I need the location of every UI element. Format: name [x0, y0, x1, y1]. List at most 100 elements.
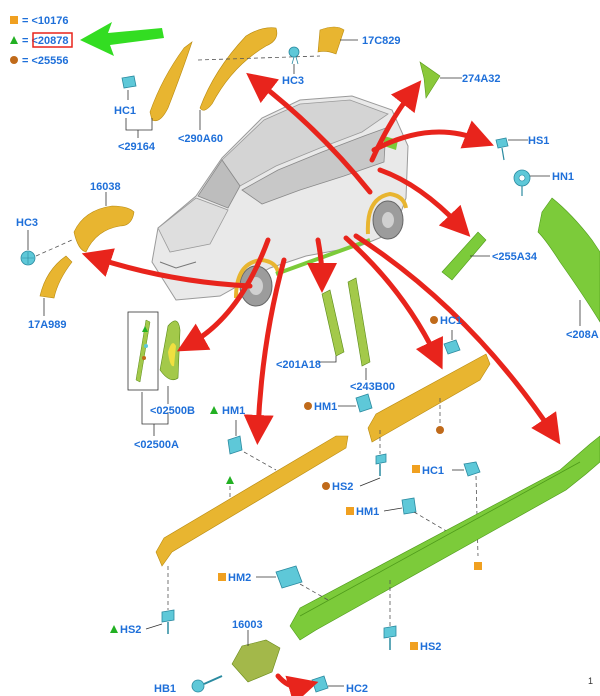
hm1-left-triangle-icon	[210, 406, 218, 414]
car-roof	[221, 99, 389, 187]
legend-item-3: = <25556	[22, 55, 69, 67]
clip-hm1-low	[401, 497, 417, 515]
red-arrow-1	[246, 72, 373, 195]
car-hood	[157, 197, 229, 253]
label-hs2-left: HS2	[120, 624, 141, 636]
legend-item-1: = <10176	[22, 15, 69, 27]
red-arrow-10	[353, 233, 561, 445]
rocker-molding-left	[155, 435, 349, 567]
red-arrow-5	[81, 248, 253, 289]
red-arrow-8	[306, 237, 337, 293]
rear-arch-molding-upper	[199, 27, 278, 111]
pillar-trim-201a18	[321, 289, 345, 357]
rear-quarter-trim-274a32	[419, 61, 441, 99]
hc1-right-square-icon	[412, 465, 420, 473]
clip-hs1	[495, 137, 509, 161]
label-201a18: <201A18	[276, 359, 321, 371]
label-243b00: <243B00	[350, 381, 395, 393]
label-29164: <29164	[118, 141, 156, 153]
label-16003: 16003	[232, 619, 263, 631]
front-arch-molding-16038	[73, 205, 135, 253]
label-hc3-top: HC3	[282, 75, 304, 87]
label-hm1-mid: HM1	[314, 401, 337, 413]
hm2-square-icon	[218, 573, 226, 581]
hm1-low-square-icon	[346, 507, 354, 515]
red-arrow-4	[377, 167, 471, 237]
inset-circle-dot	[142, 356, 146, 360]
leader-201a18	[318, 356, 337, 363]
dash-hm1-low	[413, 511, 449, 533]
legend-item-2: = <20878	[22, 35, 69, 47]
clip-hc3-top	[288, 46, 300, 65]
label-hm1-left: HM1	[222, 405, 245, 417]
clip-hc1-mid	[443, 339, 461, 355]
inset-box-02500a	[127, 311, 159, 391]
label-02500a: <02500A	[134, 439, 179, 451]
dash-left-arch	[35, 239, 73, 257]
label-hb1: HB1	[154, 683, 176, 695]
red-arrow-3	[371, 120, 494, 153]
label-hc3-left: HC3	[16, 217, 38, 229]
label-290a60: <290A60	[178, 133, 223, 145]
dash-hm2	[299, 583, 329, 601]
inset-triangle-icon	[142, 326, 148, 332]
molding-right-circle-icon	[436, 426, 444, 434]
clip-hc3-left	[20, 250, 36, 266]
screw-hs2-left	[161, 609, 175, 634]
inset-strip	[135, 319, 151, 383]
label-17a989: 17A989	[28, 319, 67, 331]
label-17c829: 17C829	[362, 35, 401, 47]
label-208a: <208A	[566, 329, 599, 341]
screw-hs2-right	[383, 625, 397, 650]
clip-hm1-left	[227, 435, 243, 455]
clip-hm1-mid	[355, 393, 373, 413]
green-pointer-arrow	[80, 22, 164, 56]
label-274a32: 274A32	[462, 73, 501, 85]
label-hc1-right: HC1	[422, 465, 444, 477]
door-molding-insert	[168, 343, 176, 367]
molding-left-triangle-icon	[226, 476, 234, 484]
label-hc2: HC2	[346, 683, 368, 695]
front-arch-molding-upper	[149, 41, 193, 122]
front-wheel-hub	[249, 277, 263, 295]
label-16038: 16038	[90, 181, 121, 193]
leader-hs2-left	[145, 623, 163, 630]
dash-top-row	[197, 55, 321, 61]
hc1-right-lower-square-icon	[474, 562, 482, 570]
leader-29164	[125, 118, 153, 138]
hm1-mid-circle-icon	[304, 402, 312, 410]
label-255a34: <255A34	[492, 251, 538, 263]
screw-hs2-mid	[375, 453, 387, 476]
bolt-hb1	[191, 675, 223, 693]
rocker-molding-208a	[537, 197, 600, 323]
label-hs2-mid: HS2	[332, 481, 353, 493]
clip-hm2	[275, 565, 303, 589]
label-hm2: HM2	[228, 572, 251, 584]
label-hc1-mid: HC1	[440, 315, 462, 327]
clip-hc2	[311, 675, 329, 693]
car-windshield	[197, 159, 241, 209]
legend-square-icon	[10, 16, 18, 24]
nut-hn1	[513, 169, 531, 196]
dash-hm1-left	[243, 451, 277, 471]
legend-highlight-box	[32, 32, 73, 48]
clip-hc1-top	[121, 75, 137, 89]
rocker-molding-green	[289, 435, 600, 641]
label-02500b: <02500B	[150, 405, 195, 417]
front-arch-segment-17a989	[39, 255, 73, 299]
inset-clip-dot	[144, 344, 148, 348]
rear-wheel-hub	[382, 212, 394, 228]
bracket-16003	[231, 639, 281, 683]
red-arrows	[81, 72, 561, 696]
car-grille	[159, 261, 197, 269]
dash-hc1-right	[475, 475, 479, 557]
leader-hm1-low	[383, 507, 403, 512]
door-molding-right	[367, 353, 491, 443]
hs2-mid-circle-icon	[322, 482, 330, 490]
clip-hc1-right	[463, 461, 481, 477]
red-arrow-2	[369, 80, 422, 163]
red-arrow-7	[243, 257, 287, 445]
label-hs2-right: HS2	[420, 641, 441, 653]
